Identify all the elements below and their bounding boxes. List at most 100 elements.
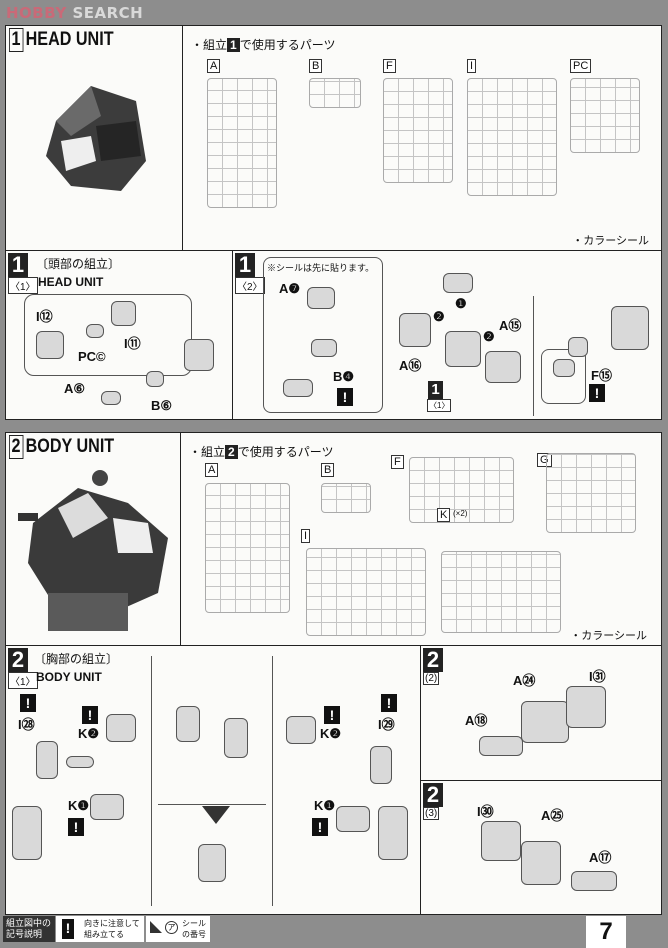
orientation-warning-icon: ! (20, 694, 36, 712)
subassembly-box (541, 349, 586, 404)
sprue-label-k: K (437, 508, 451, 522)
body-part (521, 701, 569, 743)
head-part (485, 351, 521, 383)
sprue-pc (570, 78, 640, 153)
step-callout: ❷ (483, 329, 495, 344)
seal-number-symbol: ア (165, 921, 178, 934)
orientation-warning-icon: ! (62, 919, 74, 939)
head-part (553, 359, 575, 377)
head-part (111, 301, 136, 326)
callout: I㉙ (378, 717, 395, 732)
orientation-warning-icon: ! (381, 694, 397, 712)
head-unit-render (46, 86, 146, 191)
step-callout: ❶ (455, 296, 467, 311)
sprue-label-b: B (309, 59, 323, 73)
body-part (176, 706, 200, 742)
callout: K❷ (320, 726, 342, 741)
detail-bubble (106, 714, 136, 742)
color-seal-label: ・カラーシール (572, 235, 649, 247)
head-part (283, 379, 313, 397)
hobby-search-watermark: HOBBY SEARCH (6, 4, 144, 22)
ref-step-sub: 〈1〉 (427, 399, 452, 412)
step-sub-number: 〈1〉 (8, 672, 38, 689)
sprue-g (546, 453, 636, 533)
head-part (184, 339, 214, 371)
sprue-label-a: A (205, 463, 219, 477)
sprue-f (383, 78, 453, 183)
orientation-warning-icon: ! (337, 388, 353, 406)
callout: A⑥ (64, 381, 86, 396)
step-2-1-panel: 2 〈1〉 〔胸部の組立〕 BODY UNIT ! I㉘ ! K❷ K❶ ! !… (5, 645, 421, 915)
color-seal-label: ・カラーシール (570, 630, 647, 642)
head-part (568, 337, 588, 357)
head-part (101, 391, 121, 405)
arrow-down-icon (202, 806, 230, 824)
orientation-warning-icon: ! (324, 706, 340, 724)
callout: A㉔ (513, 673, 536, 688)
orientation-warning-icon: ! (68, 818, 84, 836)
body-part (224, 718, 248, 758)
divider (158, 804, 266, 805)
k-multiplier: (×2) (453, 509, 468, 518)
ref-step-number: 1 (428, 381, 443, 399)
sprue-label-b: B (321, 463, 335, 477)
head-assembly (611, 306, 649, 350)
sprue-label-pc: PC (570, 59, 592, 73)
step-number: 1 (235, 253, 255, 277)
step-callout: ❷ (433, 309, 445, 324)
seal-icon (150, 921, 162, 933)
callout: A㉕ (541, 808, 564, 823)
step-number: 2 (8, 648, 28, 672)
body-unit-render (18, 470, 168, 631)
callout: K❶ (314, 798, 336, 813)
sprue-label-i: I (301, 529, 311, 543)
callout: A⑰ (589, 850, 612, 865)
detail-bubble (12, 806, 42, 860)
detail-bubble (378, 806, 408, 860)
page-number: 7 (586, 916, 626, 948)
head-part (311, 339, 337, 357)
step-title: 〔頭部の組立〕 (36, 257, 121, 271)
detail-bubble (286, 716, 316, 744)
step-2-3-panel: 2 (3) I㉚ A㉕ A⑰ (420, 780, 662, 915)
sprue-k (441, 551, 561, 633)
legend-title: 組立図中の記号説明 (3, 916, 55, 942)
step-sub-number: 〈1〉 (8, 277, 38, 294)
step-2-2-panel: 2 (2) A㉔ I㉛ A⑱ (420, 645, 662, 781)
orientation-warning-icon: ! (589, 384, 605, 402)
sprue-f (409, 457, 514, 523)
body-part (66, 756, 94, 768)
head-part (399, 313, 431, 347)
step-title: 〔胸部の組立〕 (34, 652, 119, 666)
divider (272, 656, 273, 906)
head-part (307, 287, 335, 309)
step-sub-number: (2) (423, 672, 440, 685)
sprue-b (321, 483, 371, 513)
seal-note: ※シールは先に貼ります。 (267, 263, 375, 273)
callout: B⑥ (151, 398, 173, 413)
callout: PC© (78, 349, 106, 364)
detail-bubble (336, 806, 370, 832)
sprue-label-f: F (383, 59, 396, 73)
step-number: 2 (423, 783, 443, 807)
sprue-b (309, 78, 361, 108)
callout: I⑫ (36, 309, 53, 324)
head-part (36, 331, 64, 359)
callout: F⑮ (591, 368, 612, 383)
callout: K❶ (68, 798, 90, 813)
body-part (571, 871, 617, 891)
sprue-label-a: A (207, 59, 221, 73)
step-1-1-panel: 1 〈1〉 〔頭部の組立〕 HEAD UNIT I⑫ I⑪ PC© A⑥ B⑥ (5, 250, 233, 420)
head-part (443, 273, 473, 293)
callout: A⑯ (399, 358, 422, 373)
callout: A⑮ (499, 318, 522, 333)
orientation-warning-icon: ! (82, 706, 98, 724)
step-sub-number: 〈2〉 (235, 277, 265, 294)
step-number: 2 (423, 648, 443, 672)
sprue-label-f: F (391, 455, 404, 469)
